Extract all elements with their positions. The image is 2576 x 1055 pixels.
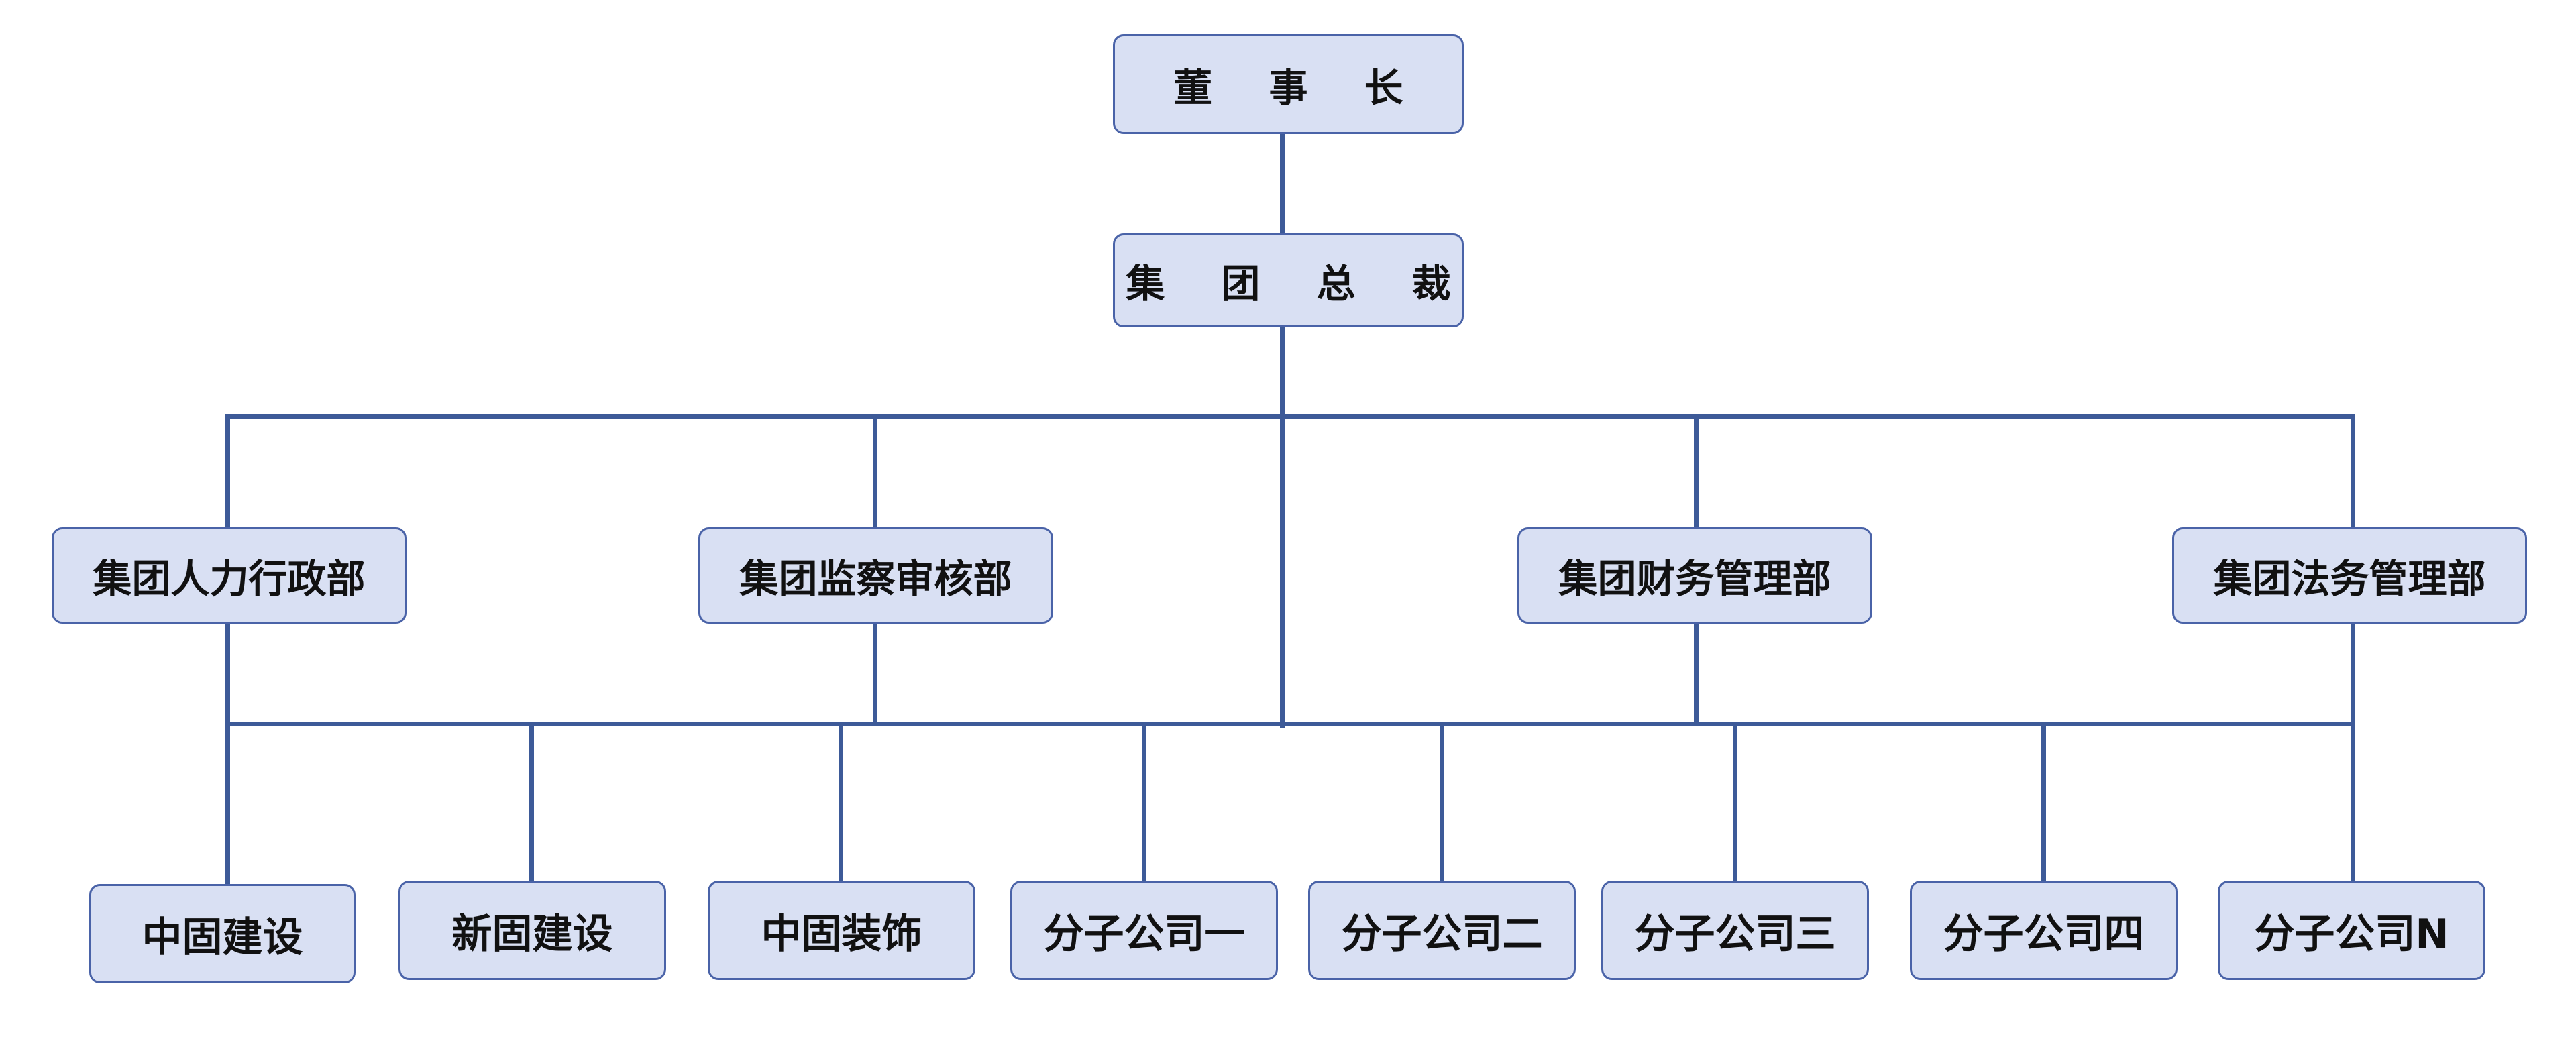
connector-sub-3 (839, 722, 843, 881)
subsidiary-2: 新固建设 (398, 881, 666, 980)
connector-dept-3-down (1694, 624, 1699, 726)
subsidiary-6: 分子公司三 (1601, 881, 1869, 980)
connector-sub-8 (2351, 722, 2355, 881)
department-finance: 集团财务管理部 (1517, 527, 1872, 624)
connector-sub-7 (2041, 722, 2046, 881)
connector-sub-6 (1733, 722, 1737, 881)
subsidiary-1: 中固建设 (89, 884, 356, 983)
subsidiary-8: 分子公司N (2218, 881, 2485, 980)
connector-department-bar (225, 414, 2355, 419)
connector-sub-2 (529, 722, 534, 881)
connector-sub-4 (1142, 722, 1146, 881)
connector-dept-1 (225, 414, 230, 527)
department-legal: 集团法务管理部 (2172, 527, 2527, 624)
connector-sub-1 (225, 722, 230, 884)
president-box: 集 团 总 裁 (1113, 233, 1464, 327)
subsidiary-4: 分子公司一 (1010, 881, 1278, 980)
connector-chairman-president (1280, 134, 1285, 233)
connector-dept-3 (1694, 414, 1699, 527)
connector-dept-4-down (2351, 624, 2355, 726)
subsidiary-3: 中固装饰 (708, 881, 975, 980)
connector-dept-1-down (225, 624, 230, 726)
department-audit: 集团监察审核部 (698, 527, 1053, 624)
subsidiary-5: 分子公司二 (1308, 881, 1576, 980)
connector-sub-5 (1440, 722, 1444, 881)
connector-subsidiary-bar (225, 722, 2355, 726)
department-hr-admin: 集团人力行政部 (52, 527, 407, 624)
connector-dept-2 (873, 414, 877, 527)
chairman-box: 董 事 长 (1113, 34, 1464, 134)
subsidiary-7: 分子公司四 (1910, 881, 2178, 980)
connector-president-trunk (1280, 327, 1285, 728)
connector-dept-4 (2351, 414, 2355, 527)
connector-dept-2-down (873, 624, 877, 726)
